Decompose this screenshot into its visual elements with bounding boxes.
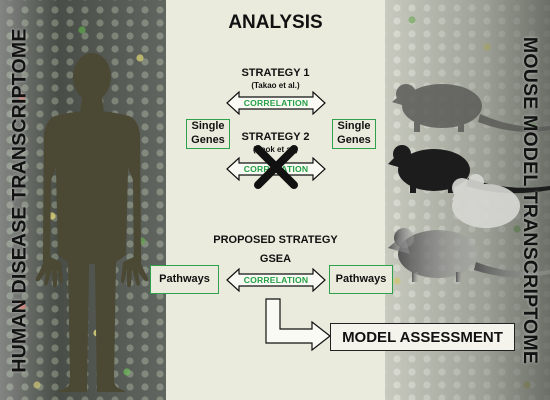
strategy1-label: STRATEGY 1 [166,67,385,79]
gsea-label: GSEA [166,253,385,265]
mouse-pathways-box: Pathways [329,265,393,294]
human-pathways-box: Pathways [150,265,219,294]
strategy1-citation: (Takao et al.) [166,81,385,90]
proposed-correlation-label: CORRELATION [226,268,326,292]
proposed-strategy-label: PROPOSED STRATEGY [166,234,385,246]
analysis-title: ANALYSIS [166,12,385,34]
model-assessment-box: MODEL ASSESSMENT [330,323,515,351]
mouse-transcriptome-title: MOUSE MODEL TRANSCRIPTOME [510,0,550,400]
assessment-bent-arrow [264,298,332,354]
human-silhouette-icon [24,50,160,392]
strategy1-correlation-label: CORRELATION [226,91,326,115]
rejected-cross-icon [252,145,300,189]
human-transcriptome-title: HUMAN DISEASE TRANSCRIPTOME [0,0,40,400]
strategy2-label: STRATEGY 2 [166,131,385,143]
